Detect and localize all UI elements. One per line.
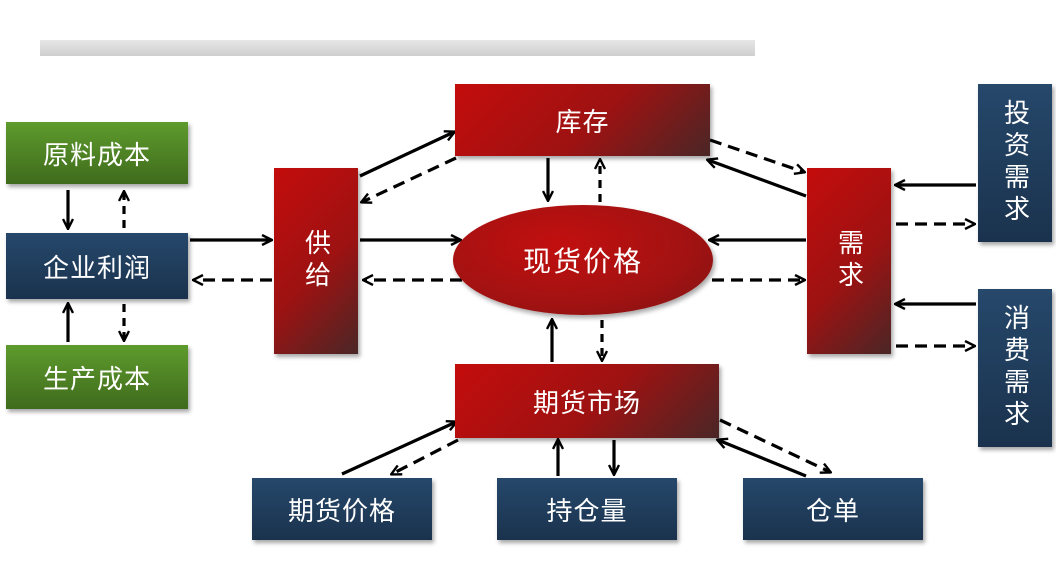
open-interest-box: 持仓量 [497,478,677,540]
demand-label: 需求 [833,229,864,293]
futures-market-label: 期货市场 [532,388,641,419]
warehouse-receipt-box: 仓单 [743,478,923,540]
arrow-demand-to-inventory [708,160,807,198]
open-interest-label: 持仓量 [546,496,628,527]
supply-label: 供给 [300,229,331,293]
raw-material-cost-label: 原料成本 [42,140,151,171]
consumer-demand-label: 消费需求 [999,304,1030,432]
futures-market-box: 期货市场 [455,364,719,438]
arrow-market-to-futprice [392,438,459,474]
arrow-supply-to-inventory [359,132,454,178]
investment-demand-box: 投资需求 [978,84,1052,242]
slide-title-bar [40,40,755,56]
warehouse-receipt-label: 仓单 [805,496,860,527]
spot-price-ellipse: 现货价格 [453,205,713,315]
futures-price-label: 期货价格 [287,496,396,527]
futures-price-box: 期货价格 [252,478,432,540]
inventory-label: 库存 [555,107,610,138]
production-cost-box: 生产成本 [6,345,188,409]
consumer-demand-box: 消费需求 [978,289,1052,447]
production-cost-label: 生产成本 [42,364,151,395]
arrow-inventory-to-supply [362,156,457,202]
arrow-receipt-to-market [718,440,807,478]
arrow-inventory-to-demand [709,138,804,172]
supply-box: 供给 [274,168,358,354]
raw-material-cost-box: 原料成本 [6,122,188,184]
arrow-futprice-to-market [341,422,456,476]
arrow-market-to-receipt [719,418,830,472]
spot-price-label: 现货价格 [522,245,643,278]
investment-demand-label: 投资需求 [999,99,1030,227]
demand-box: 需求 [807,168,891,354]
enterprise-profit-box: 企业利润 [6,233,188,299]
enterprise-profit-label: 企业利润 [42,253,151,284]
inventory-box: 库存 [455,84,710,156]
